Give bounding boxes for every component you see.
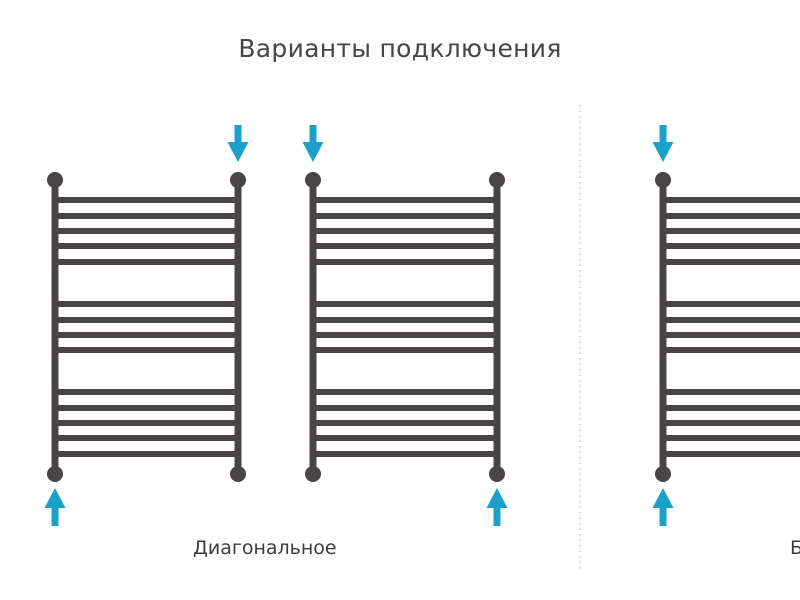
radiator-bar xyxy=(663,389,800,395)
radiator-knob xyxy=(655,466,671,482)
radiator-bar xyxy=(663,228,800,234)
inlet-arrow-icon xyxy=(227,125,249,162)
radiator-post xyxy=(309,180,317,474)
diagonal-label: Диагональное xyxy=(193,537,337,559)
radiator-knob xyxy=(47,172,63,188)
radiator-bar xyxy=(313,332,497,338)
radiator-bar xyxy=(55,197,238,203)
radiator-bar xyxy=(663,317,800,323)
radiator-bar xyxy=(313,213,497,219)
radiator-bar xyxy=(55,405,238,411)
radiator-bar xyxy=(663,243,800,249)
radiator-knob xyxy=(230,172,246,188)
radiator-bar xyxy=(313,259,497,265)
radiator-bar xyxy=(313,435,497,441)
radiator-bar xyxy=(663,197,800,203)
radiator-bar xyxy=(663,405,800,411)
inlet-arrow-icon xyxy=(302,125,324,162)
radiator-bar xyxy=(313,197,497,203)
radiator-bar xyxy=(313,405,497,411)
radiator-bar xyxy=(313,317,497,323)
radiator-bar xyxy=(55,451,238,457)
radiator-bar xyxy=(55,389,238,395)
radiator-bar xyxy=(313,228,497,234)
radiator-bar xyxy=(55,259,238,265)
outlet-arrow-icon xyxy=(44,488,66,526)
radiator-post xyxy=(234,180,242,474)
radiator-bar xyxy=(313,389,497,395)
outlet-arrow-icon xyxy=(652,488,674,526)
radiator-knob xyxy=(230,466,246,482)
radiator-bar xyxy=(663,451,800,457)
radiator-knob xyxy=(305,466,321,482)
radiator-bar xyxy=(663,213,800,219)
radiator-post xyxy=(659,180,667,474)
radiator-knob xyxy=(305,172,321,188)
radiator-bar xyxy=(663,435,800,441)
inlet-arrow-icon xyxy=(652,125,674,162)
side-label: Б xyxy=(790,537,800,559)
radiator-bar xyxy=(55,301,238,307)
radiator-bar xyxy=(663,259,800,265)
radiator-knob xyxy=(47,466,63,482)
radiator-bar xyxy=(663,332,800,338)
radiator-bar xyxy=(55,420,238,426)
radiator-bar xyxy=(55,243,238,249)
radiator-bar xyxy=(55,213,238,219)
radiator-post xyxy=(51,180,59,474)
page-title: Варианты подключения xyxy=(238,34,562,63)
radiator-bar xyxy=(55,228,238,234)
radiator-bar xyxy=(313,420,497,426)
radiator-bar xyxy=(55,435,238,441)
outlet-arrow-icon xyxy=(486,488,508,526)
radiator-bar xyxy=(663,347,800,353)
radiator-knob xyxy=(489,466,505,482)
radiator-post xyxy=(493,180,501,474)
radiator-knob xyxy=(489,172,505,188)
radiator-bar xyxy=(55,347,238,353)
radiator-bar xyxy=(663,301,800,307)
radiator-bar xyxy=(313,451,497,457)
radiator-bar xyxy=(313,301,497,307)
radiator-bar xyxy=(313,243,497,249)
radiator-bar xyxy=(55,332,238,338)
radiator-bar xyxy=(313,347,497,353)
radiator-bar xyxy=(55,317,238,323)
radiator-bar xyxy=(663,420,800,426)
radiator-knob xyxy=(655,172,671,188)
